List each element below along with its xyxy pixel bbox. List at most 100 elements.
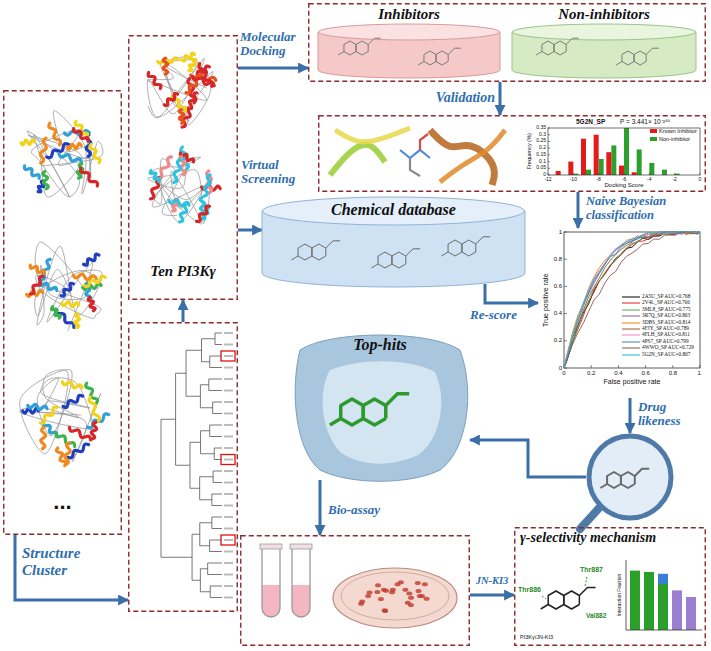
node-text: True positive rate	[542, 260, 550, 340]
cell	[415, 581, 421, 585]
legend-line	[622, 296, 640, 297]
flow-arrow	[470, 440, 586, 477]
node-text: γ-selectivity mechanism	[520, 530, 700, 545]
leaf-tag	[224, 585, 233, 587]
plot-label: 0.05	[534, 165, 546, 171]
branch	[210, 425, 222, 437]
helix	[40, 407, 57, 423]
legend-text: Known Inhibitor	[659, 128, 697, 134]
leaf-tag	[224, 562, 233, 564]
protein-structure	[148, 147, 221, 224]
roc-curve	[564, 232, 700, 368]
leaf-tag	[224, 539, 233, 541]
leaf-tag	[224, 424, 233, 426]
cell	[408, 596, 414, 600]
helix	[90, 144, 100, 162]
flow-arrow	[470, 594, 514, 597]
cylinder-top	[263, 197, 525, 225]
tick	[564, 286, 567, 287]
step-label: Molecular Docking	[240, 30, 306, 59]
tick	[548, 161, 550, 162]
plot-label: -2	[669, 177, 681, 183]
hit-molecule	[330, 394, 409, 425]
histogram	[548, 128, 700, 175]
protein-structure	[147, 53, 216, 127]
chain	[338, 52, 344, 56]
chain	[616, 62, 622, 66]
dashed-frame	[129, 323, 238, 612]
tick	[672, 365, 673, 368]
flow-arrow	[629, 398, 632, 433]
helix	[63, 395, 83, 407]
plot-label: -4	[643, 177, 655, 183]
cluster-tree-panel	[128, 322, 238, 612]
legend-entry: 4FJY_SP AUC=0.789	[622, 326, 689, 332]
molecule-sketch	[338, 38, 381, 55]
bar	[672, 590, 682, 630]
legend-text: 4FJY_SP AUC=0.789	[642, 326, 689, 332]
leaf-tag	[224, 390, 233, 392]
step-label: Structure Cluster	[22, 545, 122, 578]
legend-line-sample	[622, 301, 640, 305]
plot-label: 0	[534, 172, 546, 178]
tick	[598, 173, 599, 175]
helix	[62, 302, 79, 307]
legend-text: 2V4L_SP AUC=0.766	[642, 300, 690, 306]
tick	[649, 173, 650, 175]
node-outline	[586, 433, 674, 521]
step-label: Naive Bayesian classification	[586, 195, 706, 223]
ring	[554, 41, 566, 55]
step-label: Drug likeness	[638, 400, 706, 429]
branch	[200, 569, 210, 592]
branch	[190, 442, 201, 488]
leaf-tag	[224, 470, 233, 472]
dashed-frame	[129, 36, 238, 300]
molecule-sketch	[291, 241, 340, 260]
legend-text: 5G2N_SP AUC=0.807	[642, 352, 690, 358]
helix	[158, 157, 171, 179]
helix	[43, 172, 49, 189]
legend-entry: 2V4L_SP AUC=0.766	[622, 300, 690, 306]
molecule-sketch	[616, 48, 659, 65]
tick	[700, 173, 701, 175]
legend-line	[622, 309, 640, 310]
chain	[386, 394, 409, 406]
leaf-tag	[224, 482, 233, 484]
plot-label: Docking Score	[594, 182, 654, 189]
bar	[606, 152, 611, 175]
plot-label: 0.35	[534, 125, 546, 131]
leaf-tag	[224, 574, 233, 576]
ring	[564, 591, 580, 609]
leaf-tag	[224, 597, 233, 599]
tube-cap	[260, 544, 282, 549]
step-label: Virtual Screening	[241, 158, 315, 187]
ring	[424, 51, 436, 65]
roc-curve	[564, 232, 700, 368]
roc-curve	[564, 232, 700, 368]
helix	[182, 53, 195, 61]
hbond	[585, 577, 587, 586]
leaf-tag	[224, 355, 233, 357]
helix	[65, 443, 70, 465]
plot-frame	[548, 128, 700, 175]
branch	[213, 471, 222, 483]
helix	[61, 283, 73, 296]
ring	[462, 240, 476, 256]
legend-entry: 5G2N_SP AUC=0.807	[622, 352, 690, 358]
inhibitor-set: Inhibitors	[318, 6, 500, 78]
ligand-stick	[400, 150, 430, 158]
node-text: Chemical database	[262, 201, 525, 219]
helix	[41, 427, 46, 448]
tick	[564, 259, 567, 260]
legend-text: Non-inhibitor	[659, 136, 690, 142]
dashed-frame	[515, 528, 706, 646]
protein-structure	[20, 370, 109, 466]
tick	[548, 154, 550, 155]
cell	[375, 583, 381, 587]
branch	[210, 586, 222, 598]
node-outline	[128, 322, 238, 612]
chain	[541, 605, 549, 610]
chain	[406, 249, 420, 256]
helix	[75, 314, 80, 328]
